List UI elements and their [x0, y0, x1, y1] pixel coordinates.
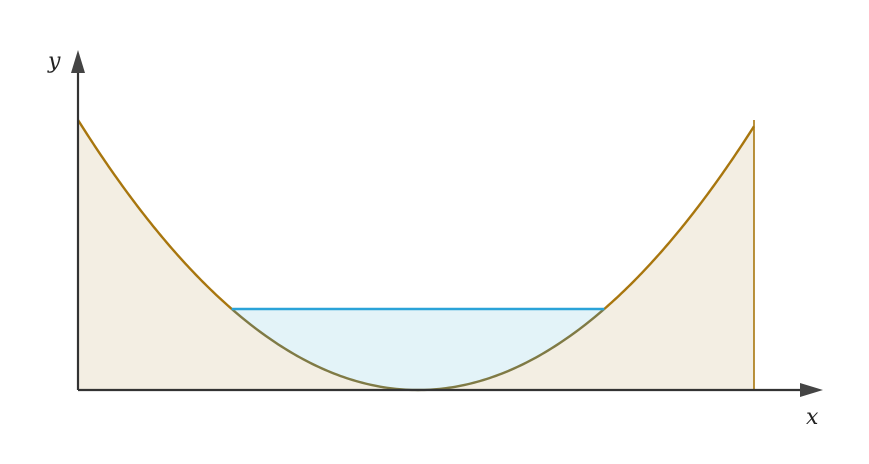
water-area — [231, 309, 605, 390]
x-axis-arrowhead — [800, 383, 823, 397]
x-axis-label: x — [806, 405, 819, 430]
parabola-curve — [76, 119, 756, 310]
y-axis-label: y — [47, 49, 61, 74]
y-axis-arrowhead — [71, 50, 85, 73]
